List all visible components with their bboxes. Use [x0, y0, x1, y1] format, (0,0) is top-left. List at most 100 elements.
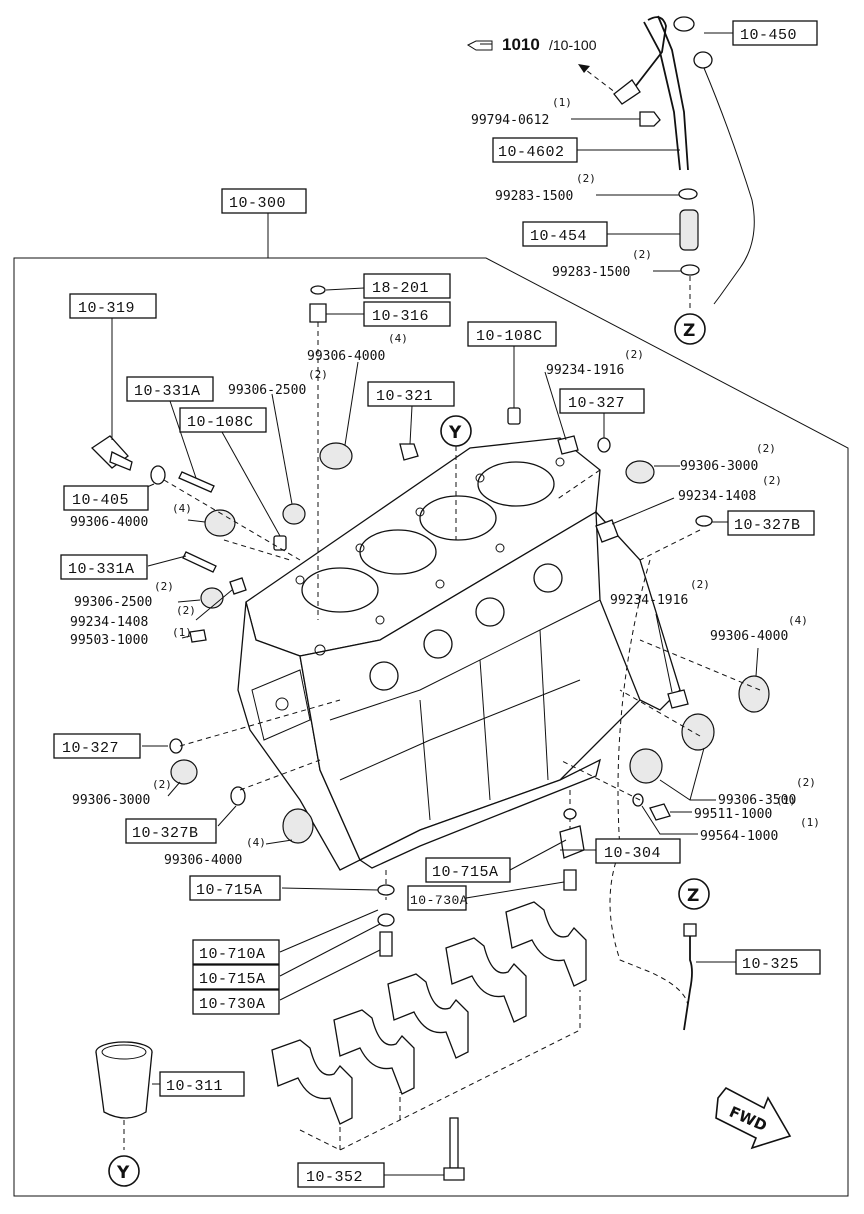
- bolt-10-730a-low: [379, 931, 393, 957]
- reference-main: 1010: [502, 35, 540, 54]
- pn-99234-1408-left[interactable]: 99234-1408: [70, 615, 148, 630]
- sensor-10-319: [90, 435, 133, 471]
- label-10-4602[interactable]: 10-4602: [492, 137, 578, 163]
- plug-10-316: [309, 303, 327, 323]
- svg-text:10-715A: 10-715A: [199, 971, 266, 988]
- pin-10-108c-left: [273, 535, 287, 551]
- pointing-hand-icon: [466, 40, 493, 51]
- svg-text:(4): (4): [172, 502, 192, 515]
- label-10-327b-right[interactable]: 10-327B: [727, 510, 815, 536]
- svg-text:10-331A: 10-331A: [68, 561, 135, 578]
- pn-99306-4000-right[interactable]: 99306-4000: [710, 629, 788, 644]
- pn-99564-1000[interactable]: 99564-1000: [700, 829, 778, 844]
- hose-10-454: [679, 209, 699, 251]
- pn-99306-4000-top[interactable]: 99306-4000: [307, 349, 385, 364]
- label-10-108c-left[interactable]: 10-108C: [179, 407, 267, 433]
- svg-text:10-108C: 10-108C: [476, 328, 543, 345]
- label-10-327b-left[interactable]: 10-327B: [125, 818, 217, 844]
- svg-text:10-352: 10-352: [306, 1169, 363, 1186]
- expansion-plug-99306-4000-left: [204, 509, 236, 537]
- label-10-316[interactable]: 10-316: [363, 301, 451, 327]
- pn-99306-4000-left[interactable]: 99306-4000: [70, 515, 148, 530]
- label-10-304[interactable]: 10-304: [595, 838, 681, 864]
- label-10-327-left[interactable]: 10-327: [53, 733, 141, 759]
- callout-y-bottom[interactable]: Y: [108, 1155, 140, 1187]
- callout-z-top[interactable]: Z: [674, 313, 706, 345]
- label-10-405[interactable]: 10-405: [63, 485, 149, 511]
- dowel-99234-1916-mid: [667, 689, 689, 709]
- label-10-108c-top[interactable]: 10-108C: [467, 321, 557, 347]
- label-10-300[interactable]: 10-300: [221, 188, 307, 214]
- pn-99306-3000-left[interactable]: 99306-3000: [72, 793, 150, 808]
- svg-text:(2): (2): [576, 172, 596, 185]
- bearing-cap-5: [505, 901, 587, 987]
- label-10-331a-top[interactable]: 10-331A: [126, 376, 214, 402]
- label-10-710a[interactable]: 10-710A: [192, 939, 280, 965]
- svg-text:(2): (2): [632, 248, 652, 261]
- stud-10-331a-left: [182, 551, 217, 573]
- bolt-99511-1000: [649, 803, 671, 821]
- label-10-352[interactable]: 10-352: [297, 1162, 385, 1188]
- label-10-319[interactable]: 10-319: [69, 293, 157, 319]
- plug-99503-1000: [189, 629, 207, 643]
- svg-text:(2): (2): [756, 442, 776, 455]
- reference-sub: /10-100: [549, 37, 597, 53]
- svg-text:10-319: 10-319: [78, 300, 135, 317]
- svg-text:10-321: 10-321: [376, 388, 433, 405]
- pn-99503-1000[interactable]: 99503-1000: [70, 633, 148, 648]
- svg-text:18-201: 18-201: [372, 280, 429, 297]
- bearing-cap-3: [387, 973, 469, 1059]
- pn-99234-1916-top[interactable]: 99234-1916: [546, 363, 624, 378]
- svg-text:10-730A: 10-730A: [410, 893, 468, 908]
- label-10-327-top[interactable]: 10-327: [559, 388, 645, 414]
- svg-text:10-730A: 10-730A: [199, 996, 266, 1013]
- label-10-730a-mid[interactable]: 10-730A: [407, 885, 468, 911]
- pn-99306-2500-left[interactable]: 99306-2500: [74, 595, 152, 610]
- bolt-99794: [639, 111, 661, 127]
- svg-text:(4): (4): [388, 332, 408, 345]
- pn-99234-1916-mid[interactable]: 99234-1916: [610, 593, 688, 608]
- label-10-331a-left[interactable]: 10-331A: [60, 554, 148, 580]
- label-10-715a-low[interactable]: 10-715A: [192, 964, 280, 990]
- dowel-99234-1408-left: [229, 577, 247, 595]
- svg-text:Y: Y: [448, 423, 462, 443]
- bearing-cap-2: [333, 1009, 415, 1095]
- pn-99511-1000[interactable]: 99511-1000: [694, 807, 772, 822]
- label-10-715a-mid[interactable]: 10-715A: [425, 857, 511, 883]
- bolt-10-352: [443, 1117, 465, 1181]
- hose-clip-upper: [678, 188, 698, 200]
- label-10-715a-left[interactable]: 10-715A: [189, 875, 281, 901]
- pn-99794-0612[interactable]: 99794-0612: [471, 113, 549, 128]
- expansion-plug-99306-2500-left: [200, 587, 224, 609]
- svg-text:10-311: 10-311: [166, 1078, 223, 1095]
- label-10-454[interactable]: 10-454: [522, 221, 608, 247]
- label-10-730a-low[interactable]: 10-730A: [192, 989, 280, 1015]
- pn-99306-2500-top[interactable]: 99306-2500: [228, 383, 306, 398]
- pn-99306-4000-bottom[interactable]: 99306-4000: [164, 853, 242, 868]
- svg-text:10-327: 10-327: [62, 740, 119, 757]
- svg-text:10-316: 10-316: [372, 308, 429, 325]
- svg-text:10-450: 10-450: [740, 27, 797, 44]
- pn-99234-1408-right[interactable]: 99234-1408: [678, 489, 756, 504]
- expansion-plug-99306-3500-a: [681, 713, 715, 751]
- svg-text:10-304: 10-304: [604, 845, 661, 862]
- callout-y-center[interactable]: Y: [440, 415, 472, 447]
- pn-99283-1500-a[interactable]: 99283-1500: [495, 189, 573, 204]
- pn-99306-3000-right[interactable]: 99306-3000: [680, 459, 758, 474]
- pn-99306-3500[interactable]: 99306-3500: [718, 793, 796, 808]
- washer-99564-1000: [632, 793, 644, 807]
- label-10-325[interactable]: 10-325: [735, 949, 821, 975]
- dipstick-tube: [613, 15, 755, 305]
- plug-10-327-top: [597, 437, 611, 453]
- label-10-321[interactable]: 10-321: [367, 381, 455, 407]
- reference-link[interactable]: 1010 /10-100: [466, 35, 597, 54]
- label-10-311[interactable]: 10-311: [159, 1071, 245, 1097]
- label-18-201[interactable]: 18-201: [363, 273, 451, 299]
- label-10-450[interactable]: 10-450: [732, 20, 818, 46]
- dowel-99234-1408-right: [595, 519, 619, 543]
- expansion-plug-99306-2500-top: [282, 503, 306, 525]
- pn-99283-1500-b[interactable]: 99283-1500: [552, 265, 630, 280]
- callout-z-right[interactable]: Z: [678, 878, 710, 910]
- svg-text:10-300: 10-300: [229, 195, 286, 212]
- plug-10-405: [150, 465, 166, 485]
